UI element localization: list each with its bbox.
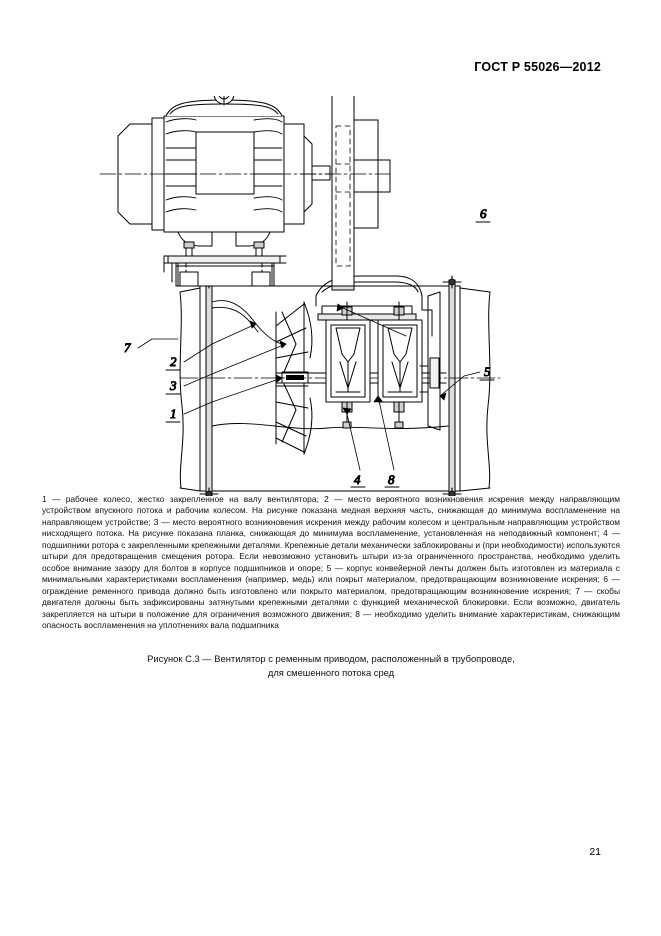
callout-5: 5 (484, 364, 491, 379)
figure-legend: 1 — рабочее колесо, жестко закрепленное … (42, 494, 620, 630)
callout-2: 2 (170, 354, 177, 369)
callout-leader-lines (137, 303, 481, 471)
page-number: 21 (589, 846, 601, 858)
bearing-left (325, 301, 371, 429)
callout-3: 3 (169, 378, 177, 393)
standard-header: ГОСТ Р 55026—2012 (474, 60, 601, 74)
motor-base-frame (163, 241, 287, 287)
fan-assembly-drawing: 7 6 2 3 1 5 4 8 (99, 96, 501, 496)
belt-drive-guard (299, 96, 391, 291)
figure-caption-line-2: для смешенного потока сред (267, 667, 395, 678)
callout-8: 8 (388, 472, 395, 487)
callout-1: 1 (170, 406, 177, 421)
figure-caption-line-1: Рисунок С.3 — Вентилятор с ременным прив… (147, 653, 515, 664)
bearing-cowl (315, 275, 433, 337)
figure-caption: Рисунок С.3 — Вентилятор с ременным прив… (42, 652, 620, 680)
bearing-right (377, 301, 423, 429)
conveyor-belt-housing (419, 291, 441, 431)
callout-numbers: 7 6 2 3 1 5 4 8 (124, 206, 495, 488)
electric-motor (99, 96, 361, 247)
callout-4: 4 (354, 472, 361, 487)
callout-6: 6 (480, 206, 487, 221)
callout-7: 7 (124, 340, 131, 355)
technical-drawing-figure: 7 6 2 3 1 5 4 8 (60, 96, 600, 496)
rotor-bearings (317, 301, 423, 429)
